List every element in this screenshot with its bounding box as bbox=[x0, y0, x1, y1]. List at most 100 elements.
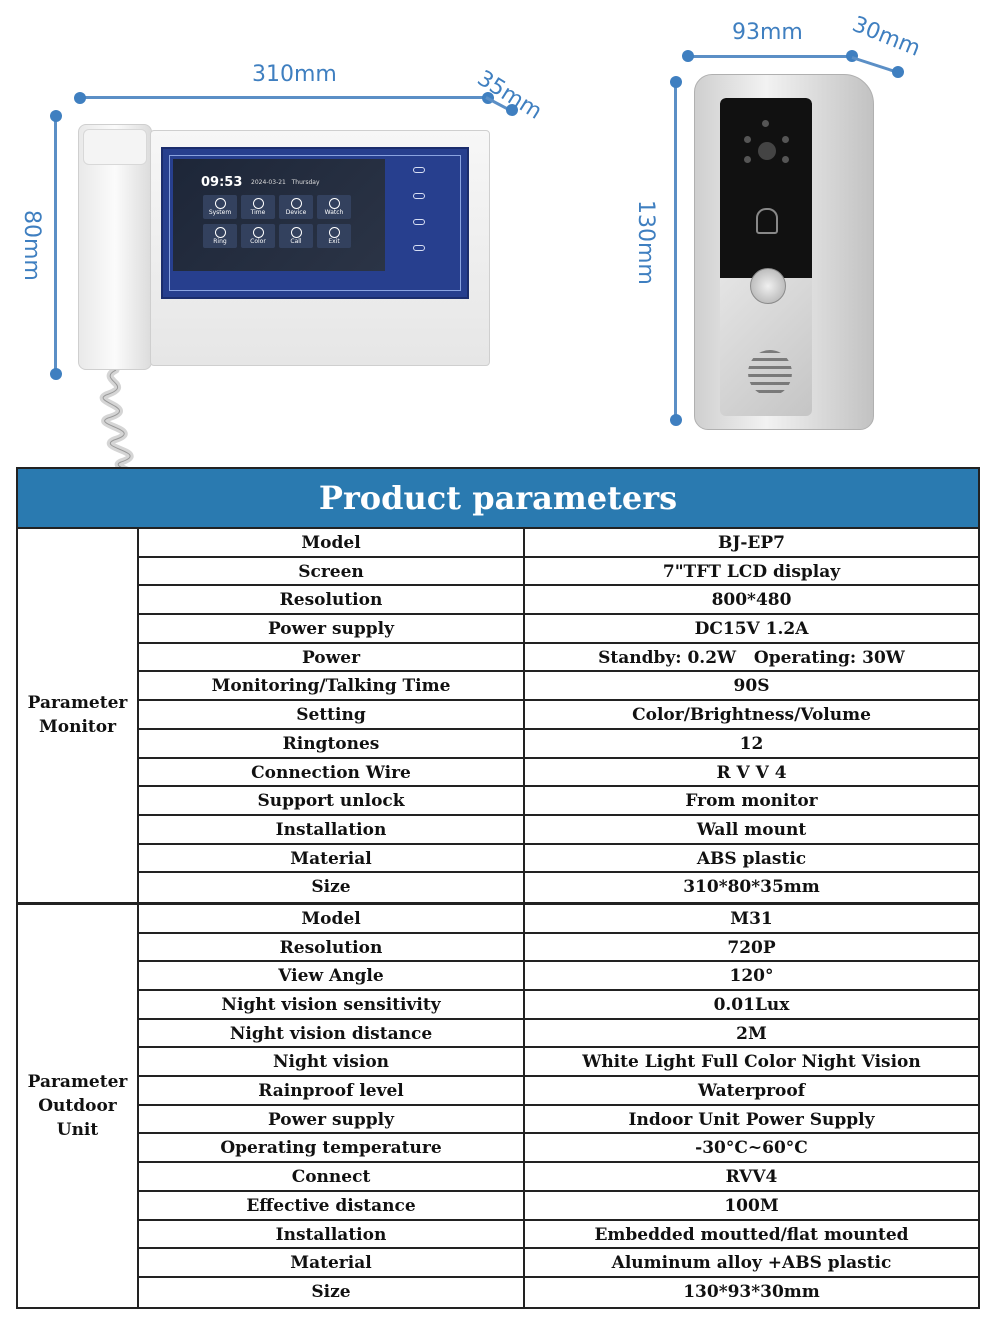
table-row: Size 310*80*35mm bbox=[139, 873, 978, 902]
param-name: Night vision bbox=[139, 1048, 525, 1076]
lcd-ring-icon: Ring bbox=[203, 224, 237, 248]
param-value: 100M bbox=[724, 1195, 779, 1216]
param-name: Size bbox=[139, 1277, 525, 1307]
monitor-depth-dot bbox=[506, 104, 518, 116]
param-name: Power supply bbox=[139, 1105, 525, 1133]
monitor-height-line bbox=[54, 116, 57, 374]
menu-icon bbox=[413, 245, 425, 251]
handset-icon bbox=[413, 167, 425, 173]
param-value: 310*80*35mm bbox=[683, 877, 820, 898]
param-name: Operating temperature bbox=[139, 1134, 525, 1162]
param-name: Screen bbox=[139, 557, 525, 585]
bell-icon bbox=[756, 208, 778, 234]
param-name: Support unlock bbox=[139, 787, 525, 814]
handset-coiled-cord bbox=[99, 370, 160, 490]
param-value: Aluminum alloy +ABS plastic bbox=[611, 1253, 892, 1274]
monitor-side-buttons bbox=[413, 167, 427, 271]
param-value: BJ-EP7 bbox=[717, 533, 786, 553]
table-row: Monitoring/Talking Time 90S bbox=[139, 672, 978, 702]
monitor-width-label: 310mm bbox=[252, 62, 337, 87]
param-value: Wall mount bbox=[696, 819, 807, 840]
table-row: Support unlock From monitor bbox=[139, 787, 978, 816]
param-name: Installation bbox=[139, 1220, 525, 1248]
table-row: Model M31 bbox=[139, 904, 978, 934]
doorbell-camera-panel bbox=[720, 98, 812, 278]
monitor-height-dot-bottom bbox=[50, 368, 62, 380]
doorbell-height-dot-bottom bbox=[670, 414, 682, 426]
lcd-device-icon: Device bbox=[279, 195, 313, 219]
param-name: Material bbox=[139, 844, 525, 872]
param-value: DC15V 1.2A bbox=[694, 619, 809, 640]
param-value: RVV4 bbox=[725, 1167, 778, 1188]
table-row: Installation Wall mount bbox=[139, 815, 978, 845]
camera-lens-icon bbox=[758, 142, 776, 160]
param-value: From monitor bbox=[685, 791, 818, 812]
param-value: Standby: 0.2W Operating: 30W bbox=[598, 647, 905, 668]
param-value: M31 bbox=[730, 908, 773, 929]
param-name: View Angle bbox=[139, 962, 525, 989]
table-header: Product parameters bbox=[18, 469, 978, 529]
param-name: Setting bbox=[139, 701, 525, 728]
indoor-monitor-image: 09:53 2024-03-21 Thursday System Time De… bbox=[78, 120, 490, 370]
table-title: Product parameters bbox=[318, 479, 678, 517]
param-value: 2M bbox=[736, 1023, 767, 1044]
param-value: -30°C~60°C bbox=[695, 1138, 808, 1159]
param-name: Size bbox=[139, 873, 525, 902]
call-button-icon bbox=[750, 268, 786, 304]
doorbell-height-line bbox=[674, 82, 677, 420]
monitor-width-line bbox=[80, 96, 488, 99]
param-name: Night vision sensitivity bbox=[139, 991, 525, 1018]
monitor-bezel: 09:53 2024-03-21 Thursday System Time De… bbox=[161, 147, 469, 299]
param-name: Rainproof level bbox=[139, 1077, 525, 1104]
param-value: Embedded moutted/flat mounted bbox=[594, 1224, 909, 1245]
monitor-body: 09:53 2024-03-21 Thursday System Time De… bbox=[150, 130, 490, 366]
param-name: Night vision distance bbox=[139, 1019, 525, 1047]
param-name: Monitoring/Talking Time bbox=[139, 672, 525, 700]
param-name: Resolution bbox=[139, 586, 525, 614]
monitor-height-dot-top bbox=[50, 110, 62, 122]
param-name: Power bbox=[139, 643, 525, 671]
ir-led-icon bbox=[782, 136, 789, 143]
param-name: Model bbox=[139, 904, 525, 932]
param-value: R V V 4 bbox=[716, 762, 787, 783]
param-value: ABS plastic bbox=[696, 848, 807, 869]
monitor-view-icon bbox=[413, 219, 425, 225]
param-value: 720P bbox=[727, 937, 776, 958]
doorbell-width-label: 93mm bbox=[732, 20, 803, 45]
doorbell-height-label: 130mm bbox=[633, 200, 658, 285]
doorbell-height-dot-top bbox=[670, 76, 682, 88]
param-name: Installation bbox=[139, 815, 525, 843]
table-row: Power Standby: 0.2W Operating: 30W bbox=[139, 643, 978, 673]
lcd-time: 09:53 bbox=[201, 175, 243, 190]
param-value: White Light Full Color Night Vision bbox=[582, 1052, 921, 1073]
param-value: 90S bbox=[733, 676, 770, 697]
doorbell-width-dot-left bbox=[682, 50, 694, 62]
param-value: 130*93*30mm bbox=[683, 1281, 820, 1302]
lcd-date: 2024-03-21 Thursday bbox=[251, 179, 320, 186]
table-row: Size 130*93*30mm bbox=[139, 1277, 978, 1307]
monitor-width-dot-left bbox=[74, 92, 86, 104]
table-row: Effective distance 100M bbox=[139, 1191, 978, 1221]
doorbell-depth-label: 30mm bbox=[848, 12, 924, 62]
monitor-height-label: 80mm bbox=[19, 210, 44, 281]
table-row: Operating temperature -30°C~60°C bbox=[139, 1134, 978, 1164]
table-row: Night vision distance 2M bbox=[139, 1019, 978, 1049]
lcd-watch-icon: Watch bbox=[317, 195, 351, 219]
doorbell-face bbox=[720, 98, 812, 416]
param-name: Effective distance bbox=[139, 1191, 525, 1219]
